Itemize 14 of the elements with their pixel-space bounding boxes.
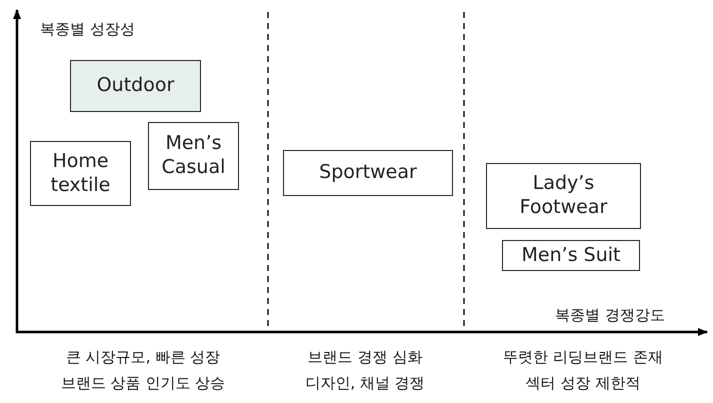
column-caption: 브랜드 상품 인기도 상승 [60,374,226,393]
column-caption: 브랜드 경쟁 심화 [308,348,422,367]
category-box: Outdoor [70,60,201,112]
column-caption: 뚜렷한 리딩브랜드 존재 [503,348,663,367]
axis-label: 복종별 경쟁강도 [555,306,665,325]
category-box: Sportwear [283,150,453,196]
category-box: Home textile [30,141,131,206]
column-caption: 디자인, 채널 경쟁 [305,374,425,393]
column-caption: 큰 시장규모, 빠른 성장 [66,348,220,367]
category-box: Lady’s Footwear [486,163,641,229]
category-box: Men’s Casual [148,122,239,190]
column-caption: 섹터 성장 제한적 [526,374,640,393]
axis-label: 복종별 성장성 [40,20,135,39]
category-box: Men’s Suit [502,240,640,271]
